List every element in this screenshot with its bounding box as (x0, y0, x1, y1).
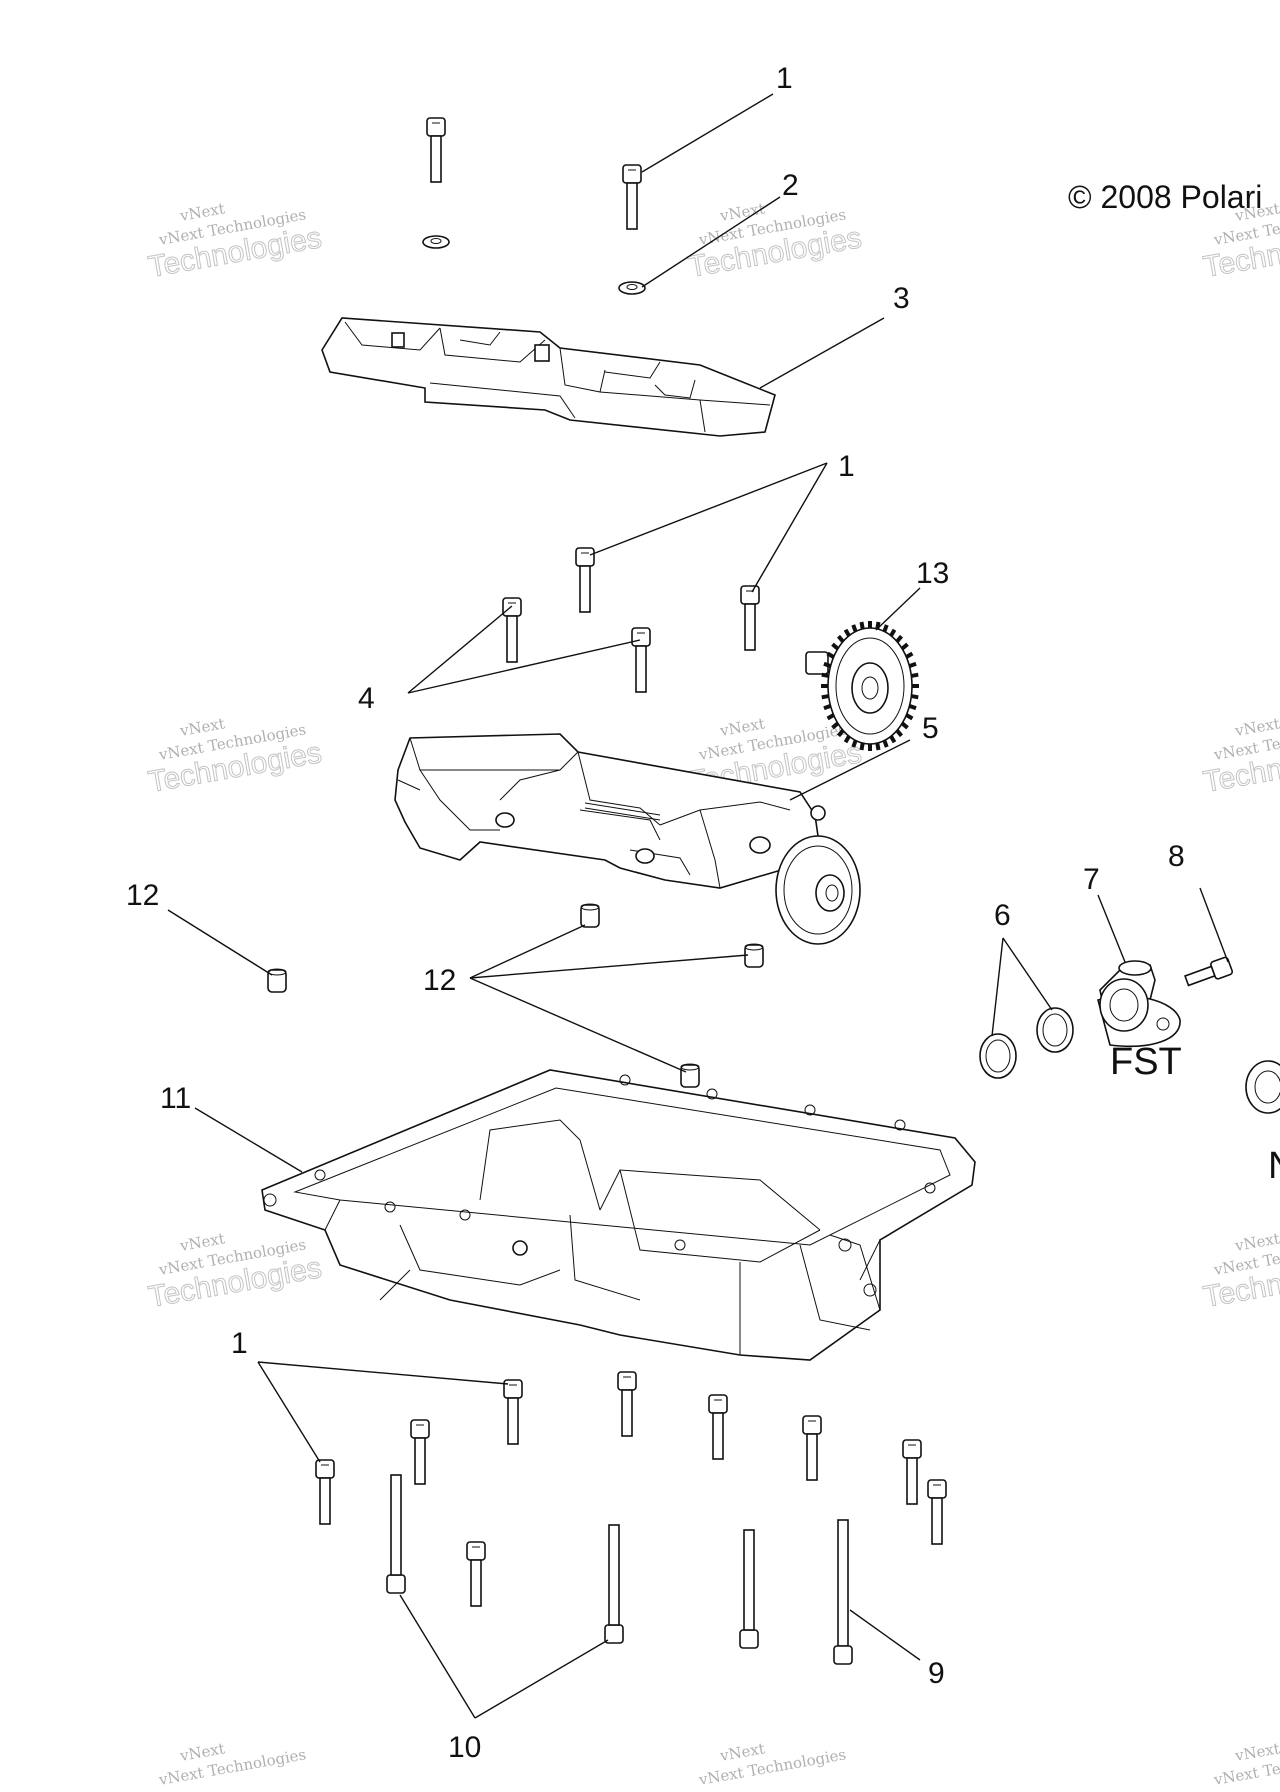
callout-8: 8 (1168, 840, 1185, 873)
pump-bolts (502, 547, 760, 693)
fitting-bolt (1184, 956, 1234, 987)
fitting-partial (1245, 1060, 1280, 1114)
dowel-pins (267, 903, 764, 1088)
long-pan-bolts (386, 1474, 853, 1665)
callout-2: 2 (782, 169, 799, 202)
top-bolts (422, 117, 646, 295)
label-n: N (1268, 1145, 1280, 1187)
callout-1: 1 (838, 450, 855, 483)
callout-1: 1 (231, 1327, 248, 1360)
label-fst: FST (1110, 1041, 1182, 1083)
callout-11: 11 (160, 1082, 191, 1115)
oil-pump-assembly (394, 733, 861, 945)
callout-10: 10 (448, 1731, 481, 1764)
callout-6: 6 (994, 899, 1011, 932)
callout-1: 1 (776, 62, 793, 95)
callout-9: 9 (928, 1657, 945, 1690)
callout-12: 12 (423, 964, 456, 997)
callout-4: 4 (358, 682, 375, 715)
o-rings (979, 1007, 1074, 1079)
fitting-fst (1097, 960, 1181, 1048)
pan-bolts (315, 1371, 947, 1607)
callout-7: 7 (1083, 863, 1100, 896)
callout-5: 5 (922, 712, 939, 745)
copyright-notice: © 2008 Polari (1068, 179, 1262, 215)
callout-numbers: 1 2 3 1 13 4 5 12 12 6 7 8 11 1 9 10 (126, 62, 1185, 1764)
callout-13: 13 (916, 557, 949, 590)
callout-12: 12 (126, 879, 159, 912)
oil-pan (261, 1069, 976, 1361)
baffle-plate (321, 317, 776, 437)
leader-lines (167, 93, 1229, 1719)
callout-3: 3 (893, 282, 910, 315)
drive-gear (805, 621, 919, 751)
